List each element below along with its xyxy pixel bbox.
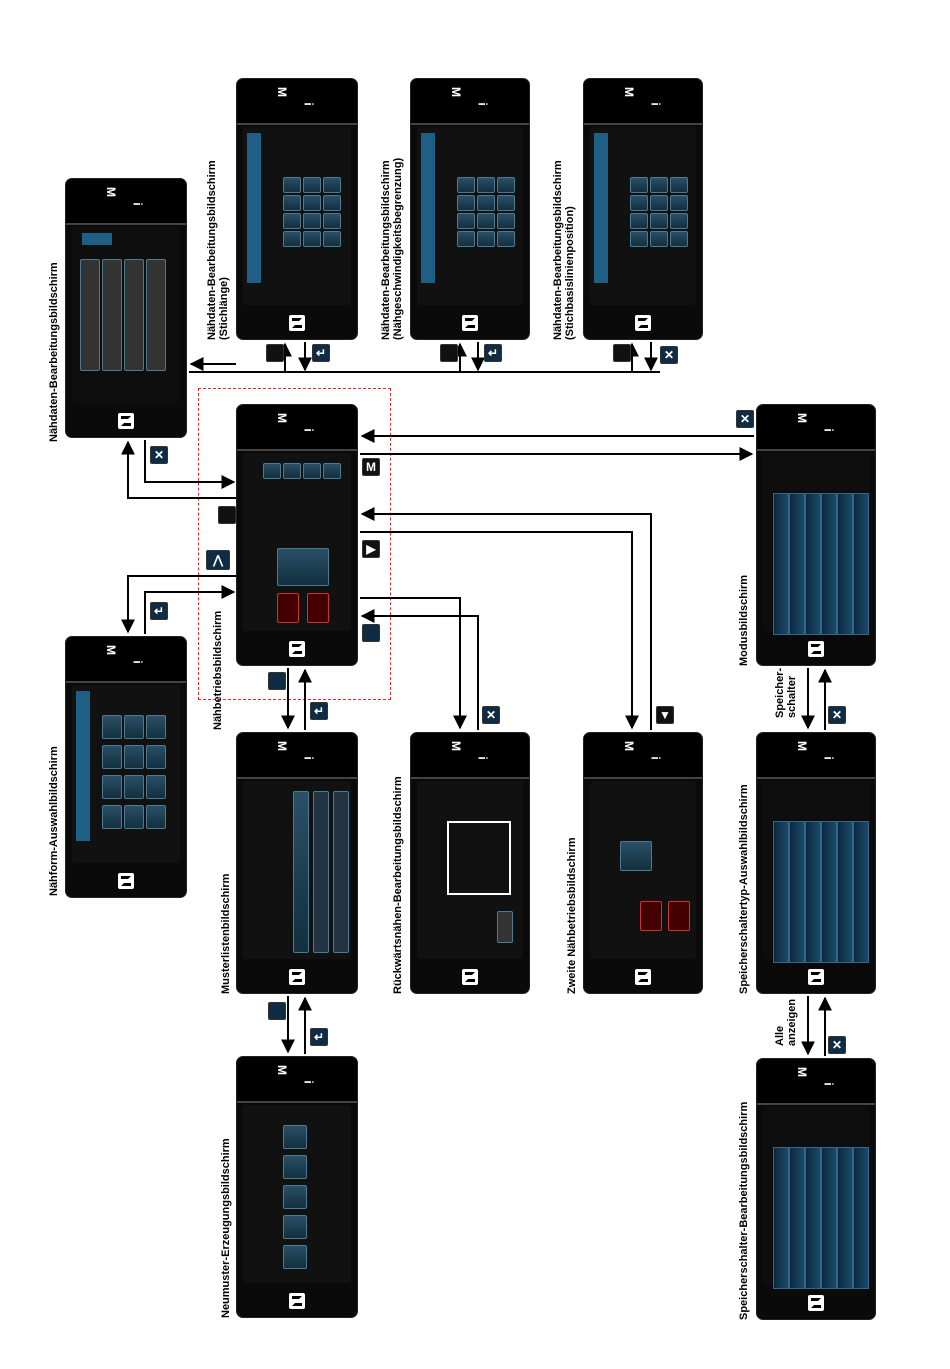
brand-logo-icon [289, 1293, 305, 1309]
label-second-main: Zweite Nähbetriebsbildschirm [566, 837, 578, 994]
right-triangle-icon[interactable]: ▶ [362, 540, 380, 558]
label-speed-limit: Nähdaten-Bearbeitungsbildschirm(Nähgesch… [380, 157, 404, 340]
arrow-shape-to-main [144, 585, 236, 634]
arrow-second-to-main [360, 507, 652, 730]
m-key-icon[interactable]: M [362, 458, 380, 476]
label-memory-edit: Speicherschalter-Bearbeitungsbildschirm [738, 1101, 750, 1320]
close-icon[interactable]: ✕ [150, 446, 168, 464]
arrow-main-to-sewing-data [121, 440, 236, 499]
arrow-main-to-reverse [360, 597, 467, 730]
label-memory-type: Speicherschaltertyp-Auswahlbildschirm [738, 784, 750, 994]
value-icon[interactable] [266, 344, 284, 362]
enter-icon[interactable]: ↵ [484, 344, 502, 362]
arrow-reverse-to-main [360, 609, 479, 730]
label-baseline: Nähdaten-Bearbeitungsbildschirm(Stichbas… [552, 160, 576, 340]
brand-logo-icon [808, 1295, 824, 1311]
label-memory-switch: Speicher-schalter [774, 667, 798, 718]
brand-logo-icon [289, 641, 305, 657]
arrow-main-to-second [360, 531, 639, 730]
value-icon[interactable] [613, 344, 631, 362]
zigzag-icon[interactable]: ⋀ [206, 550, 230, 570]
close-icon[interactable]: ✕ [828, 1036, 846, 1054]
enter-icon[interactable]: ↵ [312, 344, 330, 362]
brand-logo-icon [635, 315, 651, 331]
brand-logo-icon [289, 969, 305, 985]
brand-logo-icon [462, 969, 478, 985]
label-shape-select: Nähform-Auswahlbildschirm [48, 746, 60, 896]
pattern-list-icon[interactable] [268, 672, 286, 690]
brand-logo-icon [118, 413, 134, 429]
brand-logo-icon [808, 969, 824, 985]
close-icon[interactable]: ✕ [660, 346, 678, 364]
brand-logo-icon [808, 641, 824, 657]
label-new-pattern: Neumuster-Erzeugungsbildschirm [220, 1138, 232, 1318]
label-mode: Modusbildschirm [738, 574, 750, 666]
value-icon[interactable] [440, 344, 458, 362]
label-reverse: Rückwärtsnähen-Bearbeitungsbildschirm [392, 776, 404, 994]
pattern-icon[interactable] [268, 1002, 286, 1020]
brand-logo-icon [635, 969, 651, 985]
zoom-icon[interactable] [218, 506, 236, 524]
label-pattern-list: Musterlistenbildschirm [220, 873, 232, 994]
arrow-main-to-shape [121, 575, 236, 634]
enter-icon[interactable]: ↵ [310, 1028, 328, 1046]
close-icon[interactable]: ✕ [736, 410, 754, 428]
label-sewing-data: Nähdaten-Bearbeitungsbildschirm [48, 262, 60, 442]
brand-logo-icon [118, 873, 134, 889]
label-stitch-length: Nähdaten-Bearbeitungsbildschirm(Stichlän… [206, 160, 230, 340]
brand-logo-icon [289, 315, 305, 331]
main-screen-highlight [198, 388, 391, 700]
enter-icon[interactable]: ↵ [310, 702, 328, 720]
brand-logo-icon [462, 315, 478, 331]
close-icon[interactable]: ✕ [482, 706, 500, 724]
reverse-stitch-icon[interactable] [362, 624, 380, 642]
close-icon[interactable]: ✕ [828, 706, 846, 724]
label-main: Nähbetriebsbildschirm [212, 610, 224, 730]
down-triangle-icon[interactable]: ▼ [656, 706, 674, 724]
arrow-sewing-data-to-main [144, 440, 236, 489]
enter-icon[interactable]: ↵ [150, 602, 168, 620]
